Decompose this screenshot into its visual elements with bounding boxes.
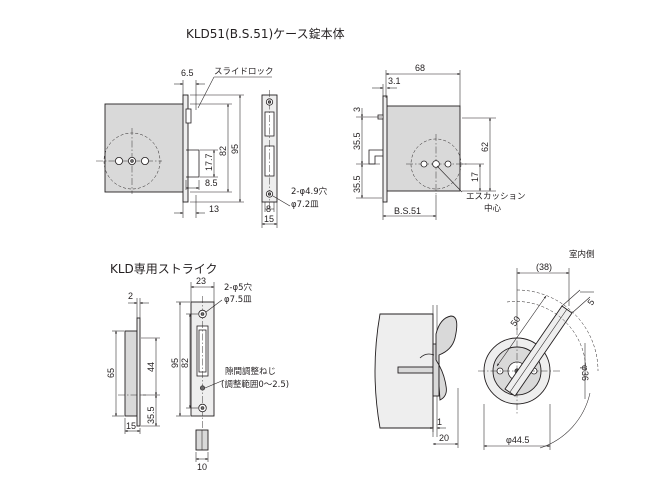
dim-35-5-lower: 35.5 [352,175,362,193]
dim-82: 82 [218,146,228,156]
dim-68: 68 [415,63,425,73]
note-adjust-range: (調整範囲0～2.5) [221,379,289,390]
thumbturn-front-view: 室内側 (38) 5 50 φ36 φ44.5 [478,249,599,450]
dim-17-7: 17.7 [204,153,214,171]
dim-35-5-strike: 35.5 [146,406,156,424]
note-center: 中心 [484,203,502,214]
dim-95-strike: 95 [170,358,180,368]
strike-box [124,330,138,417]
dim-phi36: φ36 [580,365,590,381]
dim-1: 1 [437,417,442,427]
lock-faceplate-view: 8 15 2-φ4.9穴 φ7.2皿 [261,90,328,228]
spindle-shaft [397,366,434,374]
dim-phi44-5: φ44.5 [506,435,529,445]
screw-hole-right [140,156,149,165]
title-lock-body: KLD51(B.S.51)ケース錠本体 [186,26,345,41]
dim-15-strike: 15 [126,421,136,431]
dim-10: 10 [197,462,207,472]
dim-95: 95 [230,144,240,154]
lock-front-view: 6.5 スライドロック 82 95 17.7 8.5 13 [96,67,274,218]
title-strike: KLD専用ストライク [110,262,218,276]
note-countersink: φ7.2皿 [291,200,319,210]
dim-17: 17 [470,172,480,182]
note-strike-hole: 2-φ5穴 [224,282,252,293]
dim-15: 15 [264,214,274,224]
dim-44: 44 [146,362,156,372]
strike-plate-edge [136,317,141,427]
dim-3: 3 [352,107,362,112]
adjust-screw [200,385,206,391]
strike-front-view: 23 95 82 10 2-φ5穴 φ7.5皿 隙間調整ねじ (調整範囲0～2.… [170,276,289,472]
lock-faceplate-edge [182,94,189,203]
screw-hole-left [115,156,124,165]
dim-82-strike: 82 [180,358,190,368]
lock-case [104,103,187,193]
side-faceplate [382,95,388,203]
dim-2: 2 [128,291,133,301]
dim-5: 5 [585,297,596,307]
dim-23: 23 [196,276,206,286]
dim-50: 50 [508,314,522,328]
lock-side-view: 68 3.1 3 35.5 35.5 62 17 B.S.51 エスカッショ [352,63,526,220]
dim-20: 20 [439,433,449,443]
deadbolt-outline [186,149,200,178]
strike-side-view: 2 65 44 35.5 15 [106,291,160,434]
dim-8: 8 [266,204,271,214]
dim-3-1: 3.1 [388,76,401,86]
note-strike-countersink: φ7.5皿 [224,295,252,305]
dim-13: 13 [209,204,219,214]
slide-lock-notch [185,108,192,124]
dim-8-5: 8.5 [205,178,218,188]
note-hole-size: 2-φ4.9穴 [291,186,328,197]
thumbturn-side-view: 1 20 [374,305,459,448]
dim-6-5: 6.5 [181,68,194,78]
dim-38: (38) [536,262,552,272]
dim-65: 65 [106,368,116,378]
callout-slide-lock: スライドロック [214,67,274,77]
label-room-side: 室内側 [569,249,595,260]
note-adjust-screw: 隙間調整ねじ [225,366,276,377]
thumbturn-knob [435,315,458,401]
dim-backset: B.S.51 [394,206,421,216]
note-escutcheon: エスカッション [466,192,526,202]
dim-62: 62 [480,142,490,152]
dim-35-5-upper: 35.5 [352,132,362,150]
